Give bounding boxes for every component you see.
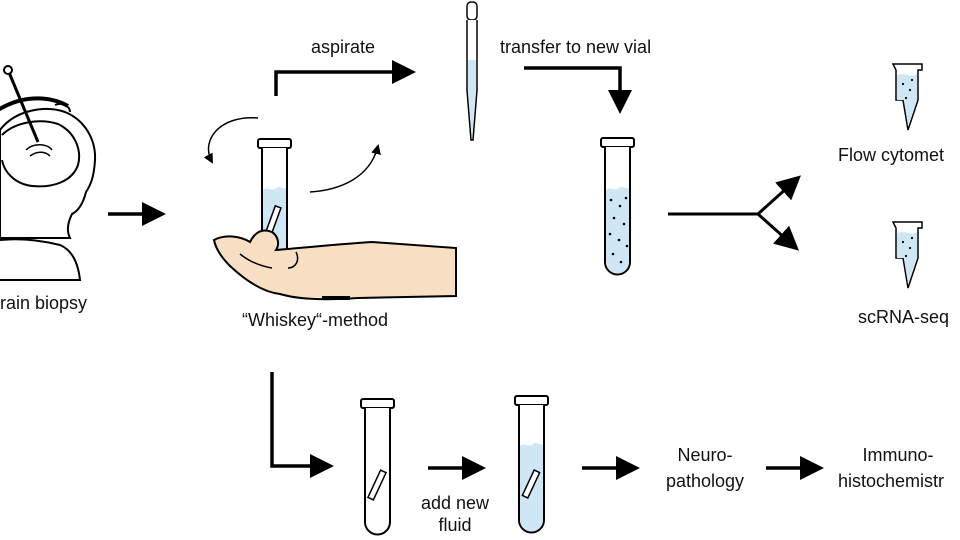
hand-icon — [212, 229, 457, 301]
eppendorf-tube-icon — [891, 63, 923, 131]
arrow-icon — [270, 372, 334, 478]
arrow-icon — [274, 60, 416, 96]
arrow-icon — [668, 175, 801, 251]
test-tube-icon — [514, 395, 549, 534]
biopsy-needle-icon — [0, 65, 69, 143]
aspirate-label: aspirate — [311, 37, 376, 57]
add-fluid-label-line2: fluid — [438, 515, 472, 535]
add-fluid-label-line1: add new — [420, 493, 490, 513]
pipette-icon — [466, 1, 478, 141]
brain-biopsy-label: rain biopsy — [0, 293, 88, 313]
test-tube-icon — [360, 398, 395, 536]
transfer-label: transfer to new vial — [500, 37, 652, 57]
neuropathology-label-line2: pathology — [665, 471, 745, 491]
whiskey-method-label: “Whiskey“-method — [242, 310, 389, 330]
eppendorf-tube-icon — [891, 221, 923, 289]
swirl-arrow-icon — [309, 144, 381, 193]
immuno-label-line2: histochemistr — [838, 471, 945, 491]
test-tube-icon — [600, 137, 635, 276]
head-icon — [0, 102, 97, 281]
scrna-seq-label: scRNA-seq — [858, 307, 950, 327]
swirl-arrow-icon — [203, 117, 259, 164]
flow-cytometry-label: Flow cytomet — [838, 145, 945, 165]
immuno-label-line1: Immuno- — [862, 445, 934, 465]
neuropathology-label-line1: Neuro- — [677, 445, 733, 465]
arrow-icon — [524, 66, 632, 114]
